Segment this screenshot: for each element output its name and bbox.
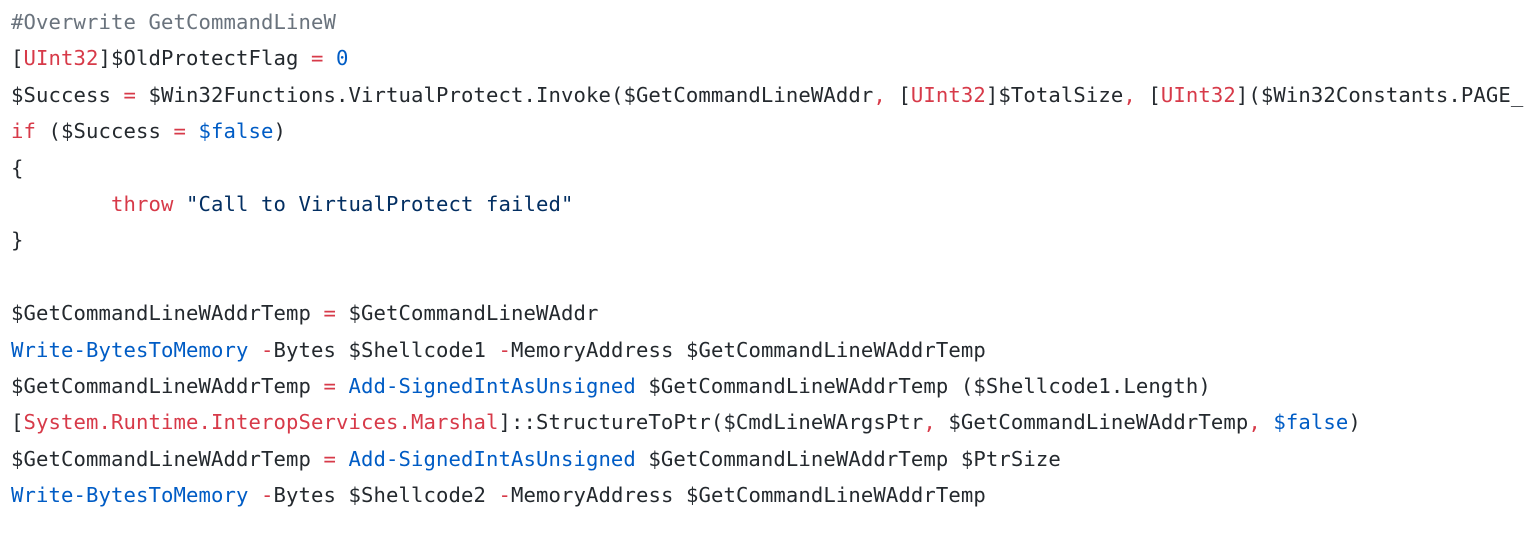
code-token-op: = bbox=[173, 119, 186, 144]
code-token-plain bbox=[1261, 410, 1274, 434]
code-token-plain bbox=[248, 483, 261, 507]
code-token-plain: [ bbox=[11, 410, 24, 435]
code-line: Write-BytesToMemory -Bytes $Shellcode2 -… bbox=[11, 477, 1536, 513]
code-token-plain: } bbox=[11, 228, 24, 253]
code-token-constant: $false bbox=[198, 119, 274, 144]
code-token-plain: $GetCommandLineWAddrTemp bbox=[11, 301, 324, 326]
code-token-plain: [ bbox=[885, 82, 911, 107]
code-token-plain: { bbox=[11, 155, 24, 180]
code-token-op: = bbox=[323, 301, 336, 326]
code-line: $Success = $Win32Functions.VirtualProtec… bbox=[11, 77, 1536, 113]
code-token-op: - bbox=[498, 337, 511, 362]
code-line: [UInt32]$OldProtectFlag = 0 bbox=[11, 40, 1536, 76]
code-token-plain: ]$OldProtectFlag bbox=[98, 46, 311, 71]
code-line: } bbox=[11, 222, 1536, 258]
code-token-op: = bbox=[323, 446, 336, 471]
code-line: if ($Success = $false) bbox=[11, 113, 1536, 149]
code-token-comment: #Overwrite GetCommandLineW bbox=[11, 10, 336, 34]
code-token-op: , bbox=[873, 82, 886, 107]
code-token-plain: [ bbox=[11, 46, 24, 71]
code-line: [System.Runtime.InteropServices.Marshal]… bbox=[11, 404, 1536, 440]
code-token-plain: ($Success bbox=[36, 119, 174, 144]
code-token-plain: Bytes $Shellcode1 bbox=[273, 337, 499, 362]
code-token-op: - bbox=[498, 483, 511, 508]
code-token-plain: MemoryAddress $GetCommandLineWAddrTemp bbox=[510, 337, 986, 362]
code-token-plain: Bytes $Shellcode2 bbox=[273, 483, 499, 508]
code-line: #Overwrite GetCommandLineW bbox=[11, 4, 1536, 40]
code-token-op: - bbox=[260, 337, 274, 362]
code-token-string: "Call to VirtualProtect failed" bbox=[186, 191, 574, 216]
code-token-plain: ]$TotalSize bbox=[985, 82, 1124, 107]
code-token-plain bbox=[248, 338, 261, 362]
code-line: $GetCommandLineWAddrTemp = Add-SignedInt… bbox=[11, 368, 1536, 404]
code-token-op: = bbox=[123, 82, 136, 107]
code-token-op: - bbox=[260, 483, 274, 508]
code-line: ​ bbox=[11, 259, 1536, 295]
code-token-type: UInt32 bbox=[23, 46, 99, 71]
code-token-plain: ]::StructureToPtr($CmdLineWArgsPtr bbox=[498, 410, 924, 435]
code-token-plain: MemoryAddress $GetCommandLineWAddrTemp bbox=[510, 483, 986, 508]
code-token-type: UInt32 bbox=[1160, 82, 1236, 107]
code-token-plain bbox=[336, 374, 349, 398]
code-token-constant: $false bbox=[1273, 410, 1349, 435]
code-token-op: = bbox=[310, 46, 324, 71]
code-token-builtin: Add-SignedIntAsUnsigned bbox=[348, 373, 636, 398]
code-token-keyword: throw bbox=[111, 191, 174, 216]
code-token-plain: ) bbox=[1348, 410, 1361, 435]
code-token-op: , bbox=[923, 410, 936, 435]
code-token-op: , bbox=[1248, 410, 1261, 435]
code-token-plain: $GetCommandLineWAddrTemp $PtrSize bbox=[635, 446, 1061, 471]
code-token-type: System.Runtime.InteropServices.Marshal bbox=[23, 410, 499, 435]
code-token-plain: ]($Win32Constants.PAGE_ bbox=[1235, 82, 1524, 107]
code-token-plain bbox=[336, 447, 349, 471]
code-token-plain: $GetCommandLineWAddrTemp bbox=[11, 373, 324, 398]
code-token-plain bbox=[186, 119, 199, 143]
code-token-number: 0 bbox=[335, 46, 349, 71]
code-token-plain bbox=[174, 192, 187, 216]
code-token-plain: $GetCommandLineWAddr bbox=[335, 301, 599, 326]
code-line: $GetCommandLineWAddrTemp = Add-SignedInt… bbox=[11, 441, 1536, 477]
code-token-plain: [ bbox=[1135, 82, 1161, 107]
code-token-builtin: Write-BytesToMemory bbox=[11, 337, 249, 362]
code-line: { bbox=[11, 150, 1536, 186]
code-line: throw "Call to VirtualProtect failed" bbox=[11, 186, 1536, 222]
code-token-plain: $Win32Functions.VirtualProtect.Invoke($G… bbox=[136, 82, 874, 107]
code-token-builtin: Add-SignedIntAsUnsigned bbox=[348, 446, 636, 471]
code-token-plain: ) bbox=[273, 119, 286, 144]
code-token-plain: $Success bbox=[11, 82, 124, 107]
code-token-builtin: Write-BytesToMemory bbox=[11, 483, 249, 508]
code-token-plain bbox=[323, 46, 336, 70]
code-token-type: UInt32 bbox=[910, 82, 986, 107]
code-token-keyword: if bbox=[11, 119, 36, 144]
code-token-op: = bbox=[323, 373, 336, 398]
code-token-plain: $GetCommandLineWAddrTemp ($Shellcode1.Le… bbox=[635, 373, 1211, 398]
code-line: Write-BytesToMemory -Bytes $Shellcode1 -… bbox=[11, 332, 1536, 368]
code-token-plain: $GetCommandLineWAddrTemp bbox=[935, 410, 1249, 435]
code-token-op: , bbox=[1123, 82, 1136, 107]
code-token-plain: $GetCommandLineWAddrTemp bbox=[11, 446, 324, 471]
code-line: $GetCommandLineWAddrTemp = $GetCommandLi… bbox=[11, 295, 1536, 331]
code-token-plain bbox=[11, 192, 111, 216]
